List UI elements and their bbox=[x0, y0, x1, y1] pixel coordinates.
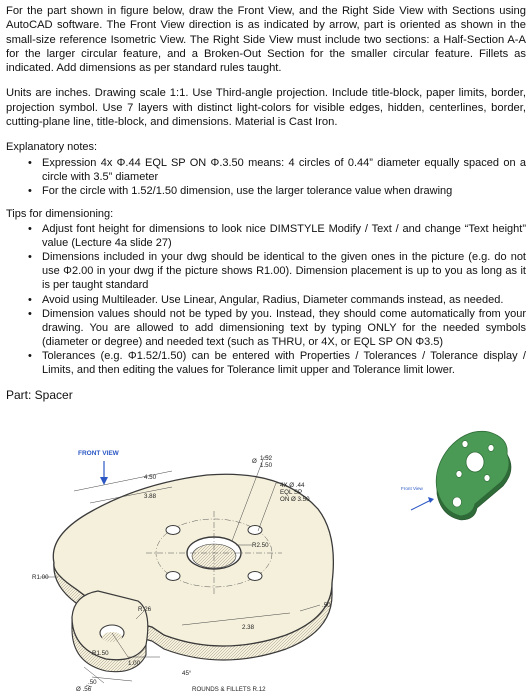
dim-50-right: .50 bbox=[322, 602, 331, 609]
explanatory-note: Expression 4x Φ.44 EQL SP ON Φ.3.50 mean… bbox=[42, 156, 526, 183]
ref-bolt-hole bbox=[487, 444, 495, 452]
bullet-icon: • bbox=[28, 184, 32, 197]
list-item: • Dimensions included in your dwg should … bbox=[6, 250, 526, 292]
list-item: • Adjust font height for dimensions to lo… bbox=[6, 222, 526, 250]
tip-text: Tolerances (e.g. Φ1.52/1.50) can be ente… bbox=[42, 349, 526, 376]
holes-note-line1: 4X Ø .44 bbox=[280, 482, 305, 489]
ref-bolt-hole bbox=[455, 470, 463, 478]
tip-text: Dimension values should not be typed by … bbox=[42, 307, 526, 348]
explanatory-note: For the circle with 1.52/1.50 dimension,… bbox=[42, 184, 453, 197]
isometric-drawing: FRONT VIEW 4.50 3.88 Ø 1.52 1.50 4X Ø .4… bbox=[32, 450, 335, 693]
tol-lower: 1.50 bbox=[260, 462, 273, 469]
part-label: Part: Spacer bbox=[6, 388, 73, 403]
intro-paragraph: For the part shown in figure below, draw… bbox=[6, 5, 526, 75]
dia-symbol: Ø bbox=[252, 458, 257, 465]
dim-r1-00: R1.00 bbox=[32, 574, 49, 581]
bullet-icon: • bbox=[28, 156, 32, 169]
bullet-icon: • bbox=[28, 307, 32, 320]
small-hole-inner bbox=[102, 632, 122, 642]
list-item: • Avoid using Multileader. Use Linear, An… bbox=[6, 293, 526, 307]
dim-r-26: R.26 bbox=[138, 606, 152, 613]
dim-50-left: .50 bbox=[88, 679, 97, 686]
list-item: • For the circle with 1.52/1.50 dimension… bbox=[6, 184, 526, 198]
bolt-hole bbox=[165, 571, 181, 581]
holes-note-line2: EQL SP bbox=[280, 489, 302, 496]
ref-bolt-hole bbox=[461, 440, 469, 448]
tips-heading: Tips for dimensioning: bbox=[6, 207, 114, 220]
tip-text: Adjust font height for dimensions to loo… bbox=[42, 223, 526, 250]
fillets-note: ROUNDS & FILLETS R.12 bbox=[192, 686, 266, 693]
tol-upper: 1.52 bbox=[260, 455, 273, 462]
explanatory-heading: Explanatory notes: bbox=[6, 141, 98, 154]
ref-part-top bbox=[435, 430, 510, 517]
ref-center-hole bbox=[465, 451, 485, 473]
explanatory-list: • Expression 4x Φ.44 EQL SP ON Φ.3.50 mea… bbox=[6, 156, 526, 198]
tip-text: Avoid using Multileader. Use Linear, Ang… bbox=[42, 293, 504, 306]
list-item: • Dimension values should not be typed by… bbox=[6, 307, 526, 349]
list-item: • Expression 4x Φ.44 EQL SP ON Φ.3.50 mea… bbox=[6, 156, 526, 184]
dim-1-00: 1.00 bbox=[128, 660, 141, 667]
ref-front-view-arrow bbox=[410, 499, 432, 511]
instructions-page: For the part shown in figure below, draw… bbox=[6, 4, 526, 402]
isometric-reference-view: Front View bbox=[401, 430, 512, 521]
units-paragraph: Units are inches. Drawing scale 1:1. Use… bbox=[6, 87, 526, 129]
dim-2-38: 2.38 bbox=[242, 624, 255, 631]
front-view-label: FRONT VIEW bbox=[78, 450, 120, 457]
tips-list: • Adjust font height for dimensions to lo… bbox=[6, 222, 526, 377]
bullet-icon: • bbox=[28, 293, 32, 306]
dim-r2-50: R2.50 bbox=[252, 542, 269, 549]
front-view-arrowhead bbox=[100, 477, 108, 485]
bolt-hole bbox=[165, 525, 181, 535]
bullet-icon: • bbox=[28, 223, 32, 236]
holes-note-line3: ON Ø 3.50 bbox=[280, 496, 310, 503]
bullet-icon: • bbox=[28, 349, 32, 362]
dim-angle-45: 45° bbox=[182, 670, 192, 677]
dim-r1-50: R1.50 bbox=[92, 650, 109, 657]
dim-dia-56: Ø .56 bbox=[76, 686, 92, 693]
dim-4-50: 4.50 bbox=[144, 474, 157, 481]
ref-front-view-label: Front View bbox=[401, 486, 424, 491]
bolt-hole bbox=[247, 525, 263, 535]
bolt-hole bbox=[247, 571, 263, 581]
dim-3-88: 3.88 bbox=[144, 493, 157, 500]
bullet-icon: • bbox=[28, 251, 32, 264]
dimension-lines bbox=[40, 456, 321, 688]
tip-text: Dimensions included in your dwg should b… bbox=[42, 251, 526, 292]
list-item: • Tolerances (e.g. Φ1.52/1.50) can be ent… bbox=[6, 349, 526, 377]
ref-bolt-hole bbox=[483, 474, 491, 482]
ref-front-view-arrowhead bbox=[428, 497, 434, 503]
ref-small-hole bbox=[452, 496, 462, 508]
